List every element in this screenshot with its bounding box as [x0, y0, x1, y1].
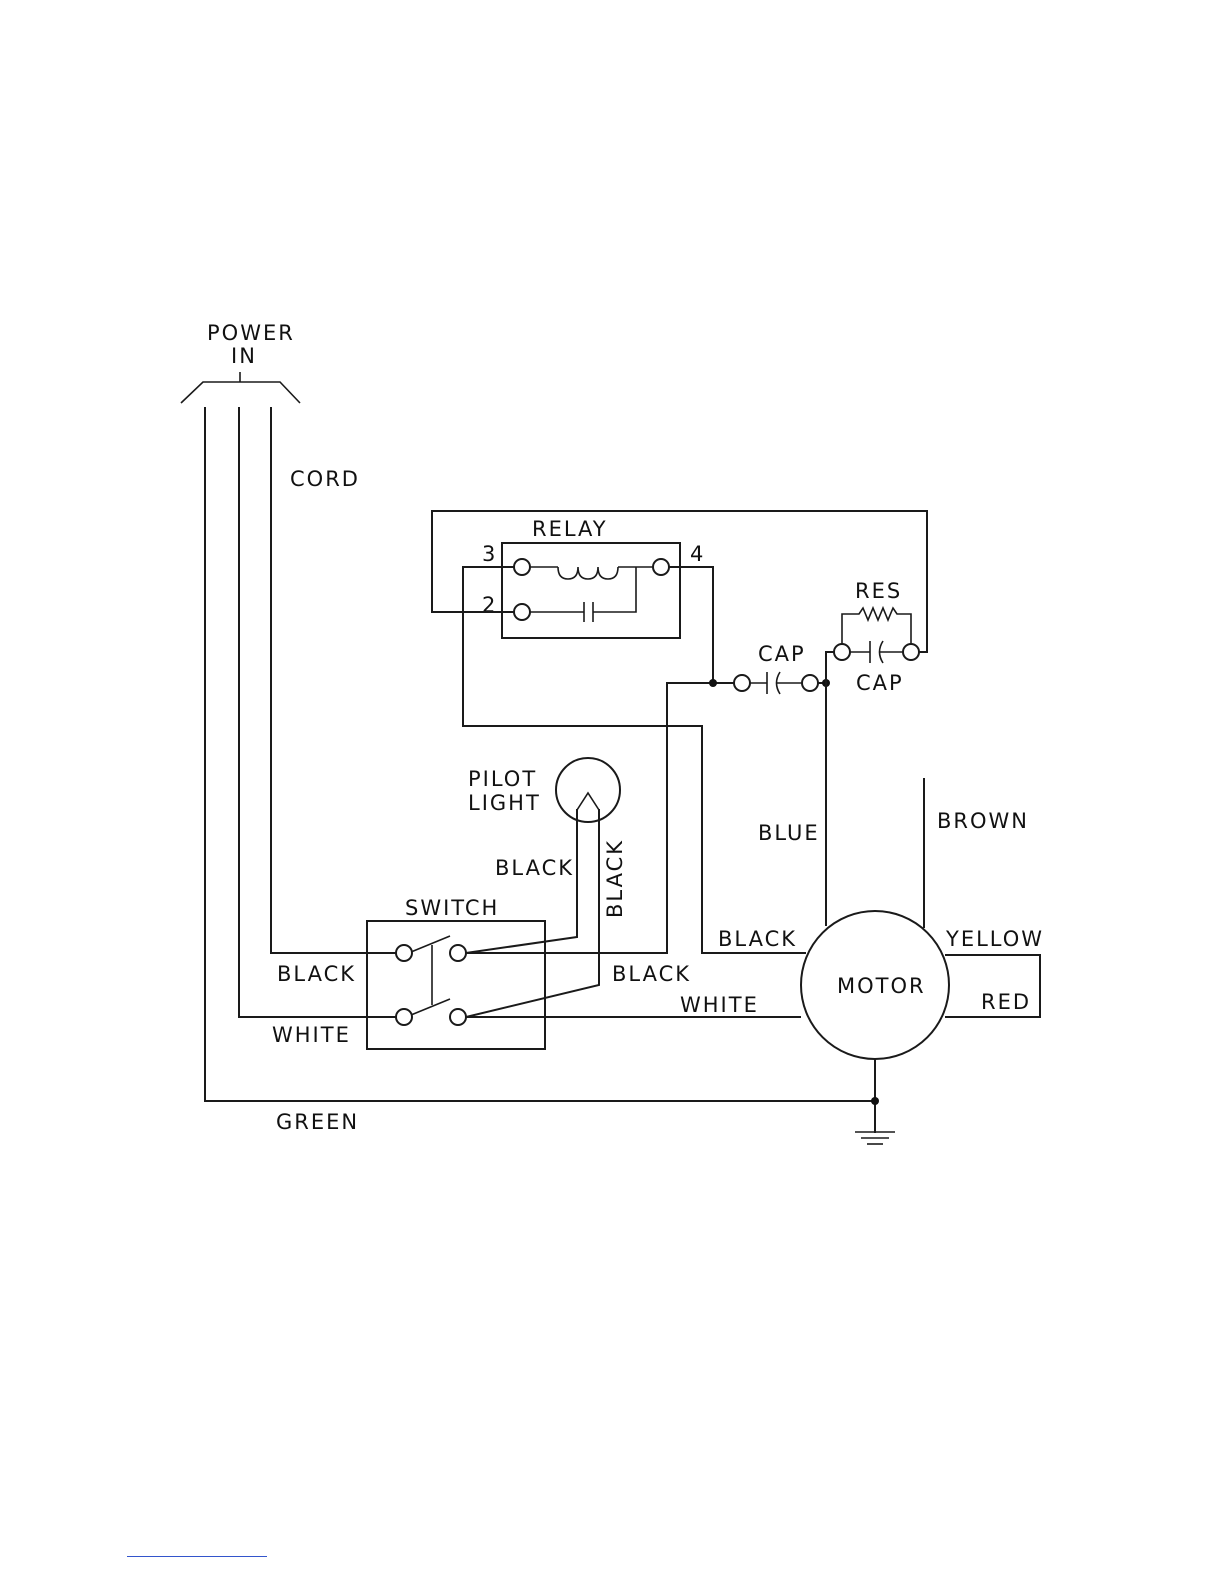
pilot-light-icon [556, 758, 620, 822]
black-left-label: BLACK [277, 962, 356, 986]
cap-run-terminal-left [734, 675, 750, 691]
pilot-black-wire [466, 810, 577, 953]
switch-label: SWITCH [405, 896, 499, 920]
pilot-light-filament [577, 793, 599, 810]
cap-start-terminal-right [903, 644, 919, 660]
white-middle-label: WHITE [680, 993, 759, 1017]
switch-blade-bottom [411, 999, 450, 1015]
relay-4-wire [669, 567, 734, 683]
green-label: GREEN [276, 1110, 359, 1134]
black-middle-label: BLACK [612, 962, 691, 986]
power-in-label-2: IN [231, 344, 257, 368]
plug-body [181, 382, 300, 403]
switch-terminal-bottom-left [396, 1009, 412, 1025]
res-label: RES [855, 579, 902, 603]
cap-lower-label: CAP [856, 671, 904, 695]
relay-terminal-2 [514, 604, 530, 620]
relay-terminal-3-label: 3 [482, 542, 497, 566]
motor-label: MOTOR [837, 974, 926, 998]
junction-to-start-cap-wire [826, 652, 834, 683]
switch-box [367, 921, 545, 1049]
pilot-light-label-2: LIGHT [468, 791, 541, 815]
relay-terminal-3 [514, 559, 530, 575]
resistor-icon [842, 608, 911, 644]
switch-to-cap-wire [466, 683, 713, 953]
cap-junction-left [709, 679, 717, 687]
relay-3-wire [463, 567, 805, 953]
cap-upper-label: CAP [758, 642, 806, 666]
footer-link-underline[interactable] [127, 1556, 267, 1557]
switch-terminal-top-left [396, 945, 412, 961]
relay-terminal-2-label: 2 [482, 593, 497, 617]
power-in-label: POWER [207, 321, 295, 345]
relay-terminal-4 [653, 559, 669, 575]
brown-label: BROWN [937, 809, 1029, 833]
cap-run-terminal-right [802, 675, 818, 691]
switch-blade-top [411, 936, 450, 952]
relay-label: RELAY [532, 517, 608, 541]
blue-label: BLUE [758, 821, 820, 845]
ground-junction [871, 1097, 879, 1105]
black-pilot-label: BLACK [495, 856, 574, 880]
red-label: RED [981, 990, 1031, 1014]
cord-label: CORD [290, 467, 360, 491]
black-vertical-label: BLACK [603, 839, 627, 918]
white-cord-wire [239, 408, 404, 1017]
switch-terminal-bottom-right [450, 1009, 466, 1025]
relay-terminal-4-label: 4 [690, 542, 705, 566]
pilot-light-label: PILOT [468, 767, 537, 791]
relay-coil-icon [558, 567, 618, 579]
black-motor-label: BLACK [718, 927, 797, 951]
cap-start-terminal-left [834, 644, 850, 660]
yellow-label: YELLOW [945, 927, 1044, 951]
switch-terminal-top-right [450, 945, 466, 961]
relay-box [502, 543, 680, 638]
white-left-label: WHITE [272, 1023, 351, 1047]
